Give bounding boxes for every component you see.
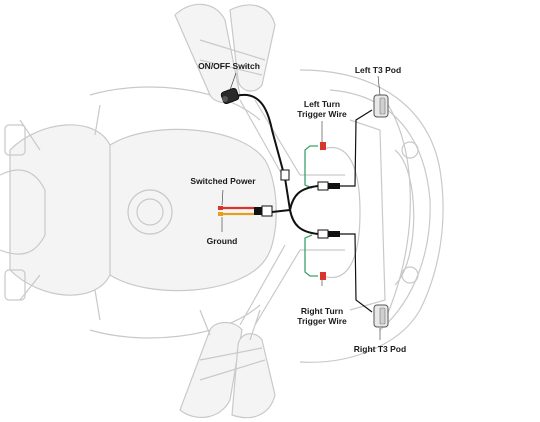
power-ground-leads xyxy=(218,206,254,216)
right-trigger-connector xyxy=(320,272,326,280)
label-switched-power: Switched Power xyxy=(190,176,256,186)
right-trigger-wire xyxy=(304,234,326,280)
label-right-t3-pod: Right T3 Pod xyxy=(354,344,406,354)
label-on-off-switch: ON/OFF Switch xyxy=(198,61,260,71)
leader-lines xyxy=(221,72,381,340)
motorcycle-outline xyxy=(0,3,444,419)
left-t3-pod xyxy=(373,94,389,118)
right-t3-pod xyxy=(373,304,389,328)
label-ground: Ground xyxy=(207,236,238,246)
left-trigger-connector xyxy=(320,142,326,150)
on-off-switch xyxy=(220,87,240,105)
label-left-turn-line2: Trigger Wire xyxy=(297,109,347,119)
label-right-turn-line1: Right Turn xyxy=(301,306,343,316)
label-left-turn-line1: Left Turn xyxy=(304,99,340,109)
label-right-turn-line2: Trigger Wire xyxy=(297,316,347,326)
left-trigger-wire xyxy=(304,142,326,189)
label-left-t3-pod: Left T3 Pod xyxy=(355,65,401,75)
wiring-harness xyxy=(235,93,373,313)
